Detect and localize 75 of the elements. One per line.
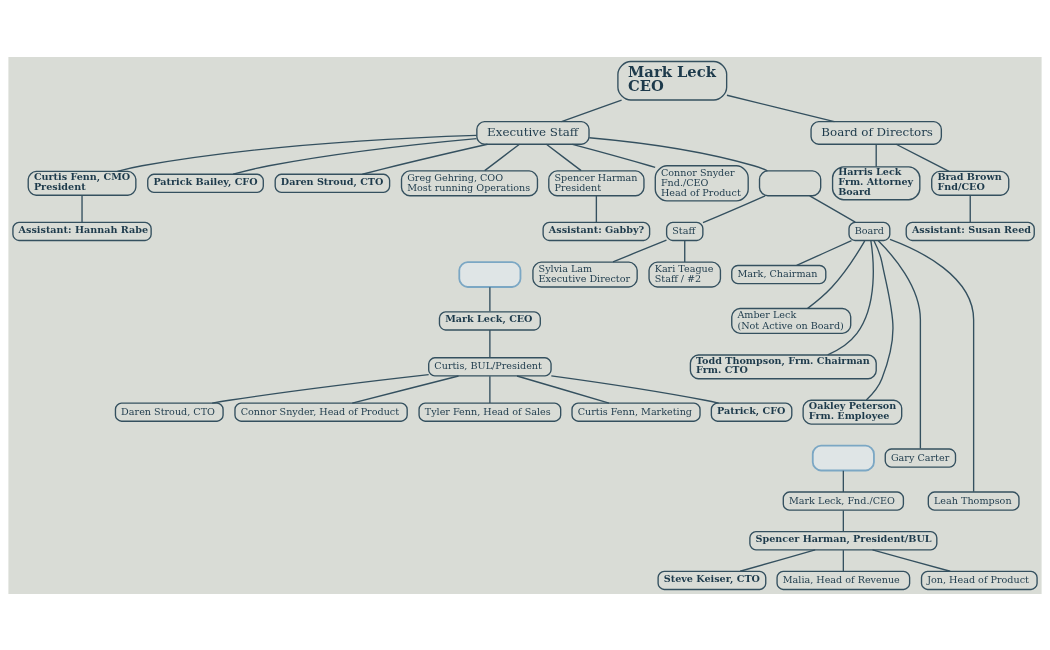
connector	[489, 375, 491, 404]
node-box: Spencer Harman President	[548, 169, 645, 196]
connector	[895, 143, 950, 172]
node-box: Assistant: Susan Reed	[905, 221, 1035, 241]
node-box: Jon, Head of Product	[920, 570, 1038, 590]
node-box: Daren Stroud, CTO	[274, 173, 391, 193]
node-box: Todd Thompson, Frm. Chairman Frm. CTO	[689, 353, 877, 379]
connector	[588, 136, 769, 171]
connector	[865, 239, 894, 401]
node-box: Oakley Peterson Frm. Employee	[802, 399, 903, 425]
node-box: Mark Leck CEO	[617, 60, 728, 101]
node-box: Leah Thompson	[927, 490, 1020, 511]
connector	[516, 374, 610, 404]
connector	[550, 374, 720, 404]
connector	[571, 143, 656, 168]
connector	[739, 548, 816, 572]
connector	[842, 469, 845, 493]
node-box: Mark Leck, Fnd./CEO	[782, 490, 905, 511]
node-box: Assistant: Hannah Rabe	[12, 221, 152, 241]
node-box: Board	[848, 221, 891, 241]
node-box: Steve Keiser, CTO	[657, 570, 767, 590]
connector	[489, 328, 491, 358]
node-box: Staff	[665, 221, 704, 241]
connector	[684, 239, 686, 263]
node-box: Malia, Head of Revenue	[776, 570, 911, 590]
connector	[842, 509, 845, 532]
connector	[612, 238, 668, 263]
connector	[875, 143, 877, 167]
connector	[116, 134, 478, 172]
node-box: Brad Brown Fnd/CEO	[931, 170, 1010, 196]
node-box	[811, 444, 875, 471]
connector	[889, 238, 975, 493]
node-box: Spencer Harman, President/BUL	[749, 530, 938, 550]
connector	[595, 194, 598, 223]
node-box: Connor Snyder, Head of Product	[234, 401, 408, 422]
connector	[232, 137, 478, 175]
node-box: Kari Teague Staff / #2	[648, 260, 722, 288]
connector	[361, 143, 489, 175]
connector	[702, 194, 766, 223]
node-box: Curtis Fenn, Marketing	[571, 401, 701, 422]
node-box: Connor Snyder Fnd./CEO Head of Product	[654, 164, 749, 202]
connector	[351, 374, 460, 404]
connector	[842, 549, 845, 572]
node-box: Mark Leck, CEO	[438, 310, 541, 331]
node-box: Patrick Bailey, CFO	[147, 173, 264, 193]
node-box: Harris Leck Frm. Attorney Board	[831, 165, 921, 200]
connector	[489, 286, 491, 312]
node-box: Executive Staff	[476, 120, 590, 145]
connector	[726, 94, 835, 122]
node-box: Board of Directors	[810, 120, 942, 145]
node-box: Curtis Fenn, CMO President	[27, 170, 137, 196]
connector	[545, 143, 582, 171]
node-box: Patrick, CFO	[710, 401, 793, 422]
node-box: Gary Carter	[884, 447, 957, 468]
node-box: Daren Stroud, CTO	[114, 401, 224, 422]
connector	[969, 194, 971, 223]
node-box: Sylvia Lam Executive Director	[532, 260, 638, 288]
node-box: Assistant: Gabby?	[542, 221, 651, 241]
connector	[81, 194, 83, 223]
connector	[211, 373, 430, 404]
node-box	[458, 260, 522, 288]
node-box: Greg Gehring, COO Most running Operations	[400, 169, 539, 196]
connector	[809, 194, 856, 223]
connector	[795, 239, 853, 266]
connector	[560, 98, 623, 122]
node-box: Curtis, BUL/President	[428, 356, 552, 377]
connector	[871, 548, 951, 572]
node-box	[758, 169, 822, 196]
connector	[484, 143, 521, 171]
connector	[806, 239, 866, 309]
connector	[877, 239, 922, 449]
connector	[827, 239, 874, 355]
node-box: Tyler Fenn, Head of Sales	[418, 401, 562, 422]
node-box: Mark, Chairman	[731, 264, 827, 284]
node-box: Amber Leck (Not Active on Board)	[731, 307, 852, 334]
